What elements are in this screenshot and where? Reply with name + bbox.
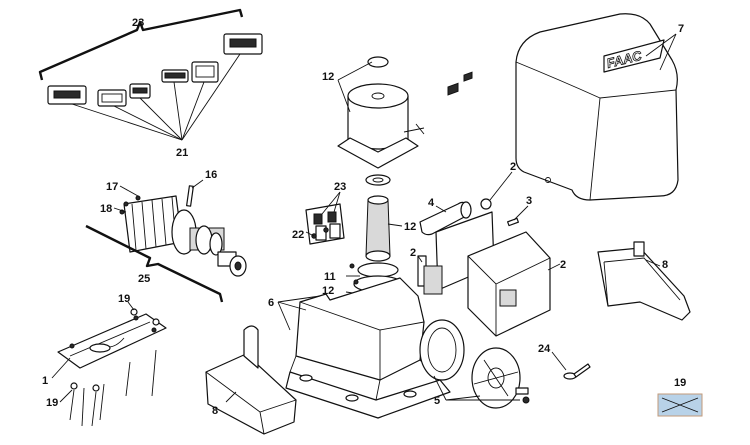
label-6: 6: [268, 297, 274, 309]
part-4-capacitor: [419, 201, 472, 236]
label-24: 24: [538, 343, 551, 355]
label-7: 7: [678, 23, 684, 35]
part-21-connectors: [47, 33, 263, 141]
label-8-right: 8: [662, 259, 668, 271]
label-4: 4: [428, 197, 435, 209]
part-12-shaft: [365, 195, 403, 262]
part-19-bolts-bottom: [59, 382, 100, 427]
label-25: 25: [138, 273, 150, 285]
label-18: 18: [100, 203, 112, 215]
part-2-transformer: [467, 231, 561, 337]
label-21: 21: [176, 147, 188, 159]
label-16: 16: [205, 169, 217, 181]
part-23-brace: [38, 8, 244, 81]
part-16-pin: [186, 179, 204, 207]
label-3: 3: [526, 195, 532, 207]
part-1-base-plate: [51, 313, 167, 427]
label-17: 17: [106, 181, 118, 193]
part-19-bolts-top: [127, 301, 160, 326]
part-2-bracket: [417, 255, 443, 295]
part-25-gear-shaft: [85, 185, 247, 303]
part-12-motor: [337, 56, 425, 186]
part-19-swatch: [657, 393, 703, 417]
label-19-top: 19: [118, 293, 130, 305]
label-2-top: 2: [510, 161, 516, 173]
label-5: 5: [434, 395, 440, 407]
label-2-right: 2: [560, 259, 566, 271]
part-5-hand-wheel: [419, 319, 530, 409]
label-1: 1: [42, 375, 48, 387]
label-23-top: 23: [132, 17, 144, 29]
label-19-right: 19: [674, 377, 686, 389]
label-19-bottom: 19: [46, 397, 58, 409]
part-8-lever: [205, 325, 297, 435]
part-3-screw: [507, 205, 529, 227]
label-12-top: 12: [322, 71, 334, 83]
part-6-housing: [277, 277, 451, 419]
label-22: 22: [292, 229, 304, 241]
part-22-screws: [305, 227, 329, 239]
label-12-mid: 12: [404, 221, 416, 233]
faac-logo: FAAC: [605, 48, 644, 71]
label-2-mid: 2: [410, 247, 416, 259]
part-7-cover: FAAC: [515, 13, 679, 201]
label-23-mid: 23: [334, 181, 346, 193]
part-24-key: [551, 351, 591, 380]
part-8-bracket-right: [597, 241, 691, 321]
label-11: 11: [324, 271, 336, 283]
label-8-bottom: 8: [212, 405, 218, 417]
